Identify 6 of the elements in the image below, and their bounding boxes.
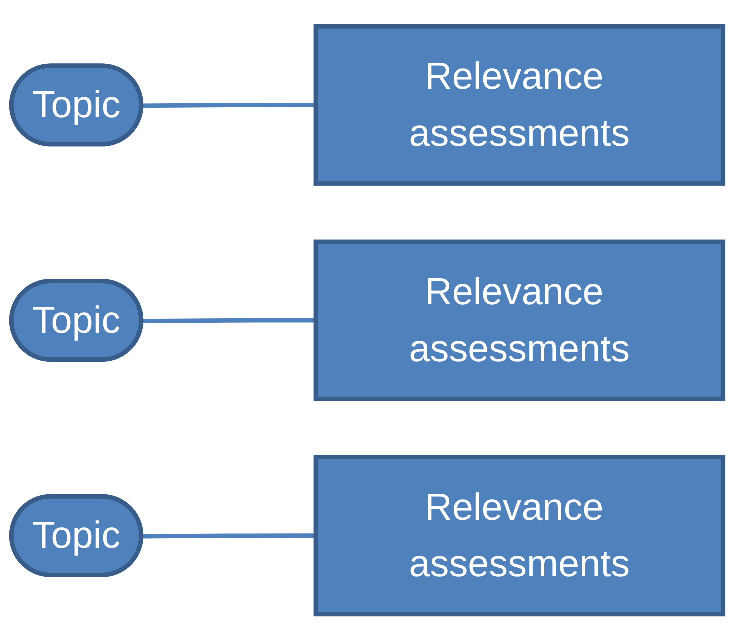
connector (142, 534, 316, 539)
connector (142, 318, 316, 324)
node-box: Relevance assessments (314, 24, 726, 186)
node-box: Relevance assessments (314, 455, 726, 617)
node-box: Relevance assessments (314, 240, 726, 402)
connector (142, 103, 316, 108)
